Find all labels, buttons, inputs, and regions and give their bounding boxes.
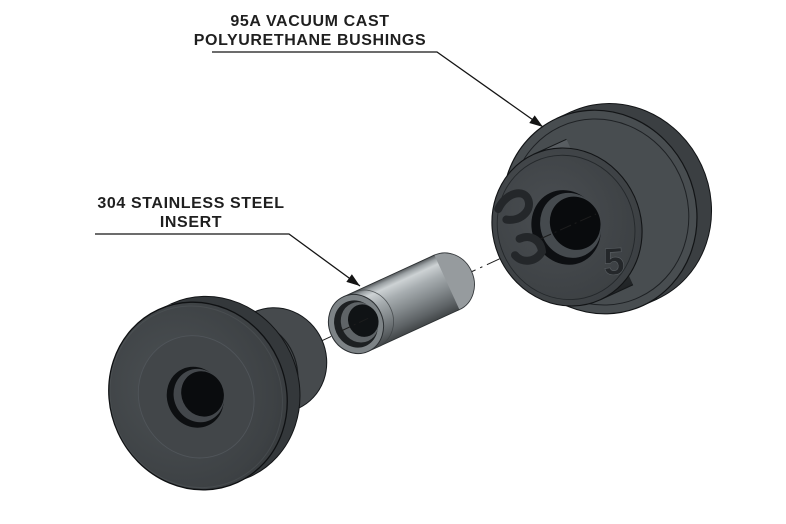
callout-bushings: 95A VACUUM CAST POLYURETHANE BUSHINGS	[194, 13, 544, 128]
centerline-through-insert-bore	[340, 316, 372, 332]
insert-leader-line	[95, 233, 361, 287]
insert-label-line2: INSERT	[160, 214, 222, 231]
centerline-through-rear-bore	[539, 213, 597, 240]
bushings-label-line1: 95A VACUUM CAST	[230, 13, 389, 30]
emboss-digit: 5	[602, 241, 626, 284]
bushings-label-line2: POLYURETHANE BUSHINGS	[194, 32, 426, 49]
front-flange-rim-highlight	[109, 305, 283, 489]
rear-face-step-ring	[496, 154, 636, 301]
insert-silhouette-edges	[343, 254, 460, 352]
bushing-front	[108, 295, 328, 491]
insert-label-line1: 304 STAINLESS STEEL	[97, 195, 284, 212]
callout-insert: 304 STAINLESS STEEL INSERT	[95, 195, 361, 287]
bushings-leader-line	[212, 51, 544, 128]
emboss-logo	[494, 189, 547, 265]
bushing-rear: 5	[491, 103, 713, 315]
front-bore-deep	[181, 371, 224, 417]
steel-insert	[327, 252, 475, 355]
